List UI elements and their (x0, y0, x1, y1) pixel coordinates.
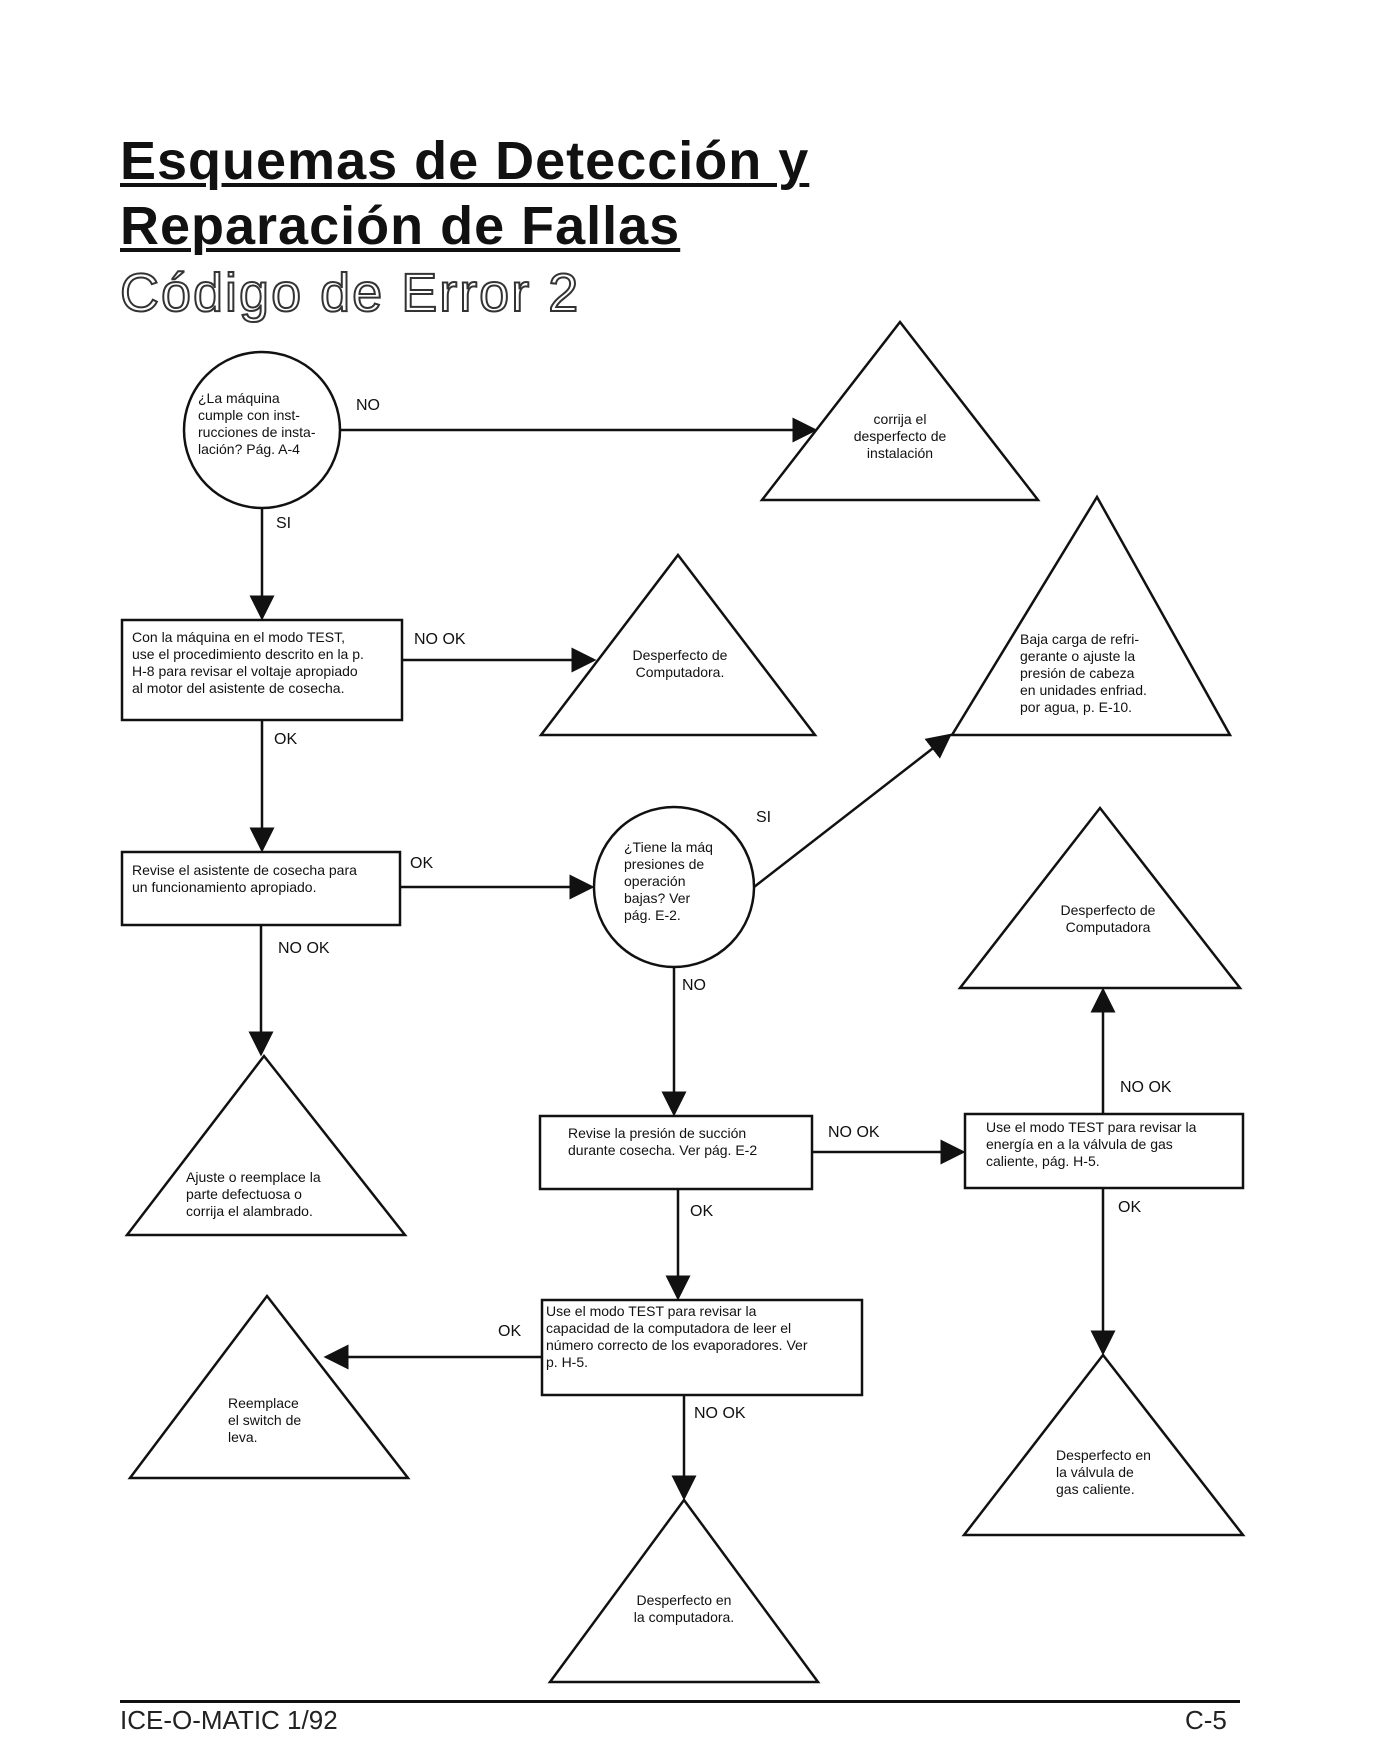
edge-pressure-si (753, 733, 952, 888)
node-text-line: Computadora. (636, 664, 725, 680)
node-text-line: presión de cabeza (1020, 665, 1135, 681)
edge-label-suction-ok: OK (690, 1203, 713, 1220)
edge-label-hotgas-nook: NO OK (1120, 1079, 1172, 1096)
node-text-line: Con la máquina en el modo TEST, (132, 629, 345, 645)
node-text-line: número correcto de los evaporadores. Ver (546, 1337, 808, 1353)
node-text-line: p. H-5. (546, 1354, 588, 1370)
node-text-line: operación (624, 873, 686, 889)
footer-left: ICE-O-MATIC 1/92 (120, 1705, 338, 1735)
edge-label-evap-nook: NO OK (694, 1405, 746, 1422)
result-low-charge (949, 494, 1233, 737)
node-text-line: capacidad de la computadora de leer el (546, 1320, 791, 1336)
node-text-line: parte defectuosa o (186, 1186, 302, 1202)
result-replace-switch (127, 1293, 411, 1480)
footer-page-number: C-5 (1185, 1705, 1227, 1735)
edge-label-install-si: SI (276, 515, 291, 532)
node-text-line: gerante o ajuste la (1020, 648, 1135, 664)
node-text-line: Ajuste o reemplace la (186, 1169, 321, 1185)
node-text-line: energía en a la válvula de gas (986, 1136, 1173, 1152)
result-fix-install (759, 319, 1041, 502)
result-computer-fault-3 (547, 1497, 821, 1684)
result-computer-fault-2 (957, 805, 1243, 990)
edge-label-assist-ok: OK (410, 855, 433, 872)
node-text-line: Computadora (1066, 919, 1151, 935)
node-text-line: por agua, p. E-10. (1020, 699, 1132, 715)
node-text-line: durante cosecha. Ver pág. E-2 (568, 1142, 757, 1158)
node-text-line: Revise la presión de succión (568, 1125, 746, 1141)
node-text-line: desperfecto de (854, 428, 947, 444)
node-text-line: rucciones de insta- (198, 424, 316, 440)
node-text-line: instalación (867, 445, 933, 461)
node-text-line: ¿La máquina (198, 390, 280, 406)
node-text-line: corrija el (874, 411, 927, 427)
node-text-line: cumple con inst- (198, 407, 300, 423)
edge-label-voltage-ok: OK (274, 731, 297, 748)
node-text-line: corrija el alambrado. (186, 1203, 313, 1219)
edge-label-suction-nook: NO OK (828, 1124, 880, 1141)
node-text-line: leva. (228, 1429, 258, 1445)
edge-label-voltage-nook: NO OK (414, 631, 466, 648)
node-text-line: lación? Pág. A-4 (198, 441, 300, 457)
node-text-line: Revise el asistente de cosecha para (132, 862, 357, 878)
node-text-line: H-8 para revisar el voltaje apropiado (132, 663, 358, 679)
page-title-line1: Esquemas de Detección y (120, 131, 810, 191)
node-text-line: Desperfecto de (633, 647, 728, 663)
edge-label-evap-ok: OK (498, 1323, 521, 1340)
node-text-line: use el procedimiento descrito en la p. (132, 646, 364, 662)
node-text-line: Desperfecto en (637, 1592, 732, 1608)
result-computer-fault-1 (538, 552, 818, 737)
edge-label-install-no: NO (356, 397, 380, 414)
page-subtitle: Código de Error 2 (119, 262, 581, 324)
node-text-line: Desperfecto en (1056, 1447, 1151, 1463)
step-evap-test (540, 1298, 864, 1397)
node-text-line: al motor del asistente de cosecha. (132, 680, 344, 696)
edge-label-pressure-no: NO (682, 977, 706, 994)
node-text-line: pág. E-2. (624, 907, 681, 923)
node-text-line: caliente, pág. H-5. (986, 1153, 1100, 1169)
node-text-line: ¿Tiene la máq (624, 839, 713, 855)
node-text-line: presiones de (624, 856, 704, 872)
footer-rule (120, 1700, 1240, 1703)
node-text-line: gas caliente. (1056, 1481, 1135, 1497)
node-text-line: Baja carga de refri- (1020, 631, 1139, 647)
node-text-line: un funcionamiento apropiado. (132, 879, 316, 895)
node-text-line: el switch de (228, 1412, 301, 1428)
node-text-line: la computadora. (634, 1609, 734, 1625)
node-text-line: en unidades enfriad. (1020, 682, 1147, 698)
page-title-line2: Reparación de Fallas (120, 196, 681, 256)
node-text-line: Reemplace (228, 1395, 299, 1411)
result-adjust-replace (124, 1053, 408, 1237)
node-text-line: bajas? Ver (624, 890, 690, 906)
node-text-line: Use el modo TEST para revisar la (986, 1119, 1197, 1135)
node-text-test-voltage: Con la máquina en el modo TEST,use el pr… (132, 629, 364, 696)
step-test-voltage (120, 618, 404, 722)
node-text-line: Use el modo TEST para revisar la (546, 1303, 757, 1319)
edge-label-hotgas-ok: OK (1118, 1199, 1141, 1216)
result-hot-gas-fault (961, 1352, 1246, 1537)
node-text-line: Desperfecto de (1061, 902, 1156, 918)
edge-label-assist-nook: NO OK (278, 940, 330, 957)
edge-label-pressure-si: SI (756, 809, 771, 826)
node-text-line: la válvula de (1056, 1464, 1134, 1480)
